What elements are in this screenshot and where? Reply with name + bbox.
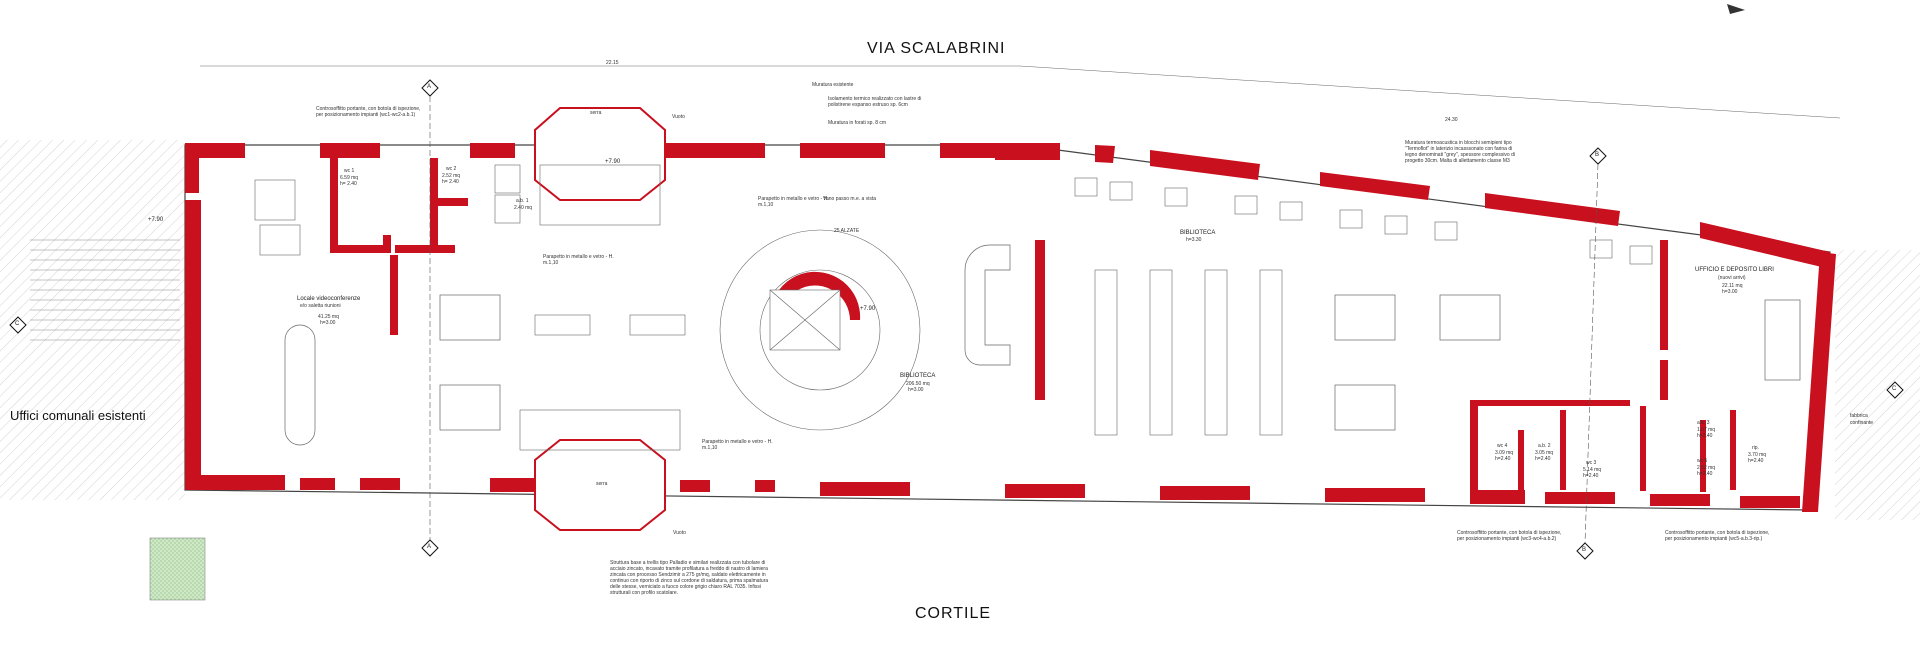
level-marker-serra: +7.90 bbox=[605, 159, 621, 165]
section-marker-b-bottom bbox=[1576, 542, 1594, 560]
section-marker-c-right bbox=[1886, 381, 1904, 399]
serra-top bbox=[534, 107, 666, 201]
dimension-lines bbox=[200, 65, 1841, 119]
as3-area: 1.67 mq bbox=[1697, 427, 1716, 433]
ufficio-height: h=3.00 bbox=[1722, 289, 1738, 295]
note-controsoffitto-wc4: Controsoffitto portante, con botola di i… bbox=[1457, 530, 1562, 542]
wc5-height: h=2.40 bbox=[1697, 471, 1713, 477]
street-north: VIA SCALABRINI bbox=[867, 40, 1006, 57]
section-c-right-label: C bbox=[1892, 386, 1897, 392]
bookshelves bbox=[534, 269, 1283, 436]
as2-name: a.b. 2 bbox=[1538, 443, 1551, 449]
wc3-height: h=2.40 bbox=[1583, 473, 1599, 479]
note-muratura-termoacustica: Muratura termoacustica in blocchi semipi… bbox=[1405, 140, 1515, 164]
video-room-area: 41.25 mq bbox=[318, 314, 339, 320]
rip-name: rip. bbox=[1752, 445, 1759, 451]
note-parapetto-bottom: Parapetto in metallo e vetro - H. m.1,10 bbox=[702, 439, 773, 451]
note-parapetto-top-left: Parapetto in metallo e vetro - H. m.1,10 bbox=[543, 254, 614, 266]
note-vuoto-top: Vuoto bbox=[672, 114, 685, 120]
note-parapetto-stair: Parapetto in metallo e vetro - H. m.1,10 bbox=[758, 196, 829, 208]
section-c-left-label: C bbox=[15, 321, 20, 327]
dimension-top: 22.15 bbox=[606, 60, 619, 66]
ufficio-name-1: UFFICIO E DEPOSITO LIBRI bbox=[1695, 267, 1774, 273]
level-marker-stair: +7.90 bbox=[860, 306, 876, 312]
note-muratura-forati: Muratura in forati sp. 8 cm bbox=[828, 120, 887, 126]
biblioteca-name: BIBLIOTECA bbox=[900, 373, 936, 379]
external-stairs bbox=[30, 239, 180, 341]
spiral-stair bbox=[719, 229, 921, 431]
video-room-name-2: e/o saletta riunioni bbox=[300, 303, 341, 309]
section-b-bottom-label: B bbox=[1582, 547, 1587, 553]
wc1-name: wc 1 bbox=[344, 168, 355, 174]
as1-name: a.b. 1 bbox=[516, 198, 529, 204]
wc5-area: 2.52 mq bbox=[1697, 465, 1716, 471]
rip-area: 3.70 mq bbox=[1748, 452, 1767, 458]
video-room-height: h=3.00 bbox=[320, 320, 336, 326]
wc2-area: 2.52 mq bbox=[442, 173, 461, 179]
as1-area: 2.40 mq bbox=[514, 205, 533, 211]
note-vano-passo: Vano passo m.e. a vista bbox=[823, 196, 876, 202]
biblioteca-top-name: BIBLIOTECA bbox=[1180, 230, 1216, 236]
wc4-name: wc 4 bbox=[1497, 443, 1508, 449]
serra-top-label: serra bbox=[590, 110, 602, 116]
meeting-table bbox=[284, 324, 316, 446]
section-marker-a-bottom bbox=[421, 539, 439, 557]
serra-bottom-deck bbox=[519, 409, 681, 451]
level-marker-left: +7.90 bbox=[148, 217, 164, 223]
neighbor-building-hatch bbox=[1835, 250, 1920, 520]
as3-height: h=2.40 bbox=[1697, 433, 1713, 439]
wc3-name: wc 3 bbox=[1586, 460, 1597, 466]
reading-chairs bbox=[1074, 177, 1653, 265]
section-lines bbox=[429, 96, 1599, 544]
section-a-bottom-label: A bbox=[427, 544, 432, 550]
serra-bottom bbox=[534, 439, 666, 531]
existing-offices-label: Uffici comunali esistenti bbox=[10, 408, 146, 423]
dimension-right: 24.30 bbox=[1445, 117, 1458, 123]
section-marker-c-left bbox=[9, 316, 27, 334]
biblioteca-top-height: h=3.30 bbox=[1186, 237, 1202, 243]
biblioteca-height: h=3.00 bbox=[908, 387, 924, 393]
stair-risers-label: 25 ALZATE bbox=[834, 228, 860, 234]
workstations bbox=[254, 164, 521, 256]
as2-height: h=2.40 bbox=[1535, 456, 1551, 462]
note-controsoffitto-top: Controsoffitto portante, con botola di i… bbox=[316, 106, 421, 118]
serra-top-deck bbox=[539, 164, 661, 226]
note-vuoto-bottom: Vuoto bbox=[673, 530, 686, 536]
wc2-height: h= 2.40 bbox=[442, 179, 459, 185]
ufficio-name-2: (nuovi arrivi) bbox=[1718, 275, 1746, 281]
biblioteca-area: 206.50 mq bbox=[906, 381, 930, 387]
note-controsoffitto-wc5: Controsoffitto portante, con botola di i… bbox=[1665, 530, 1770, 542]
note-muratura-esistente: Muratura esistente bbox=[812, 82, 854, 88]
section-a-top-label: A bbox=[427, 84, 432, 90]
street-south: CORTILE bbox=[915, 605, 992, 622]
video-room-name-1: Locale videoconferenze bbox=[297, 296, 361, 302]
wc1-area: 6.59 mq bbox=[340, 175, 359, 181]
wc3-area: 5.14 mq bbox=[1583, 467, 1602, 473]
neighbor-label-2: confinante bbox=[1850, 420, 1874, 426]
ufficio-area: 22.11 mq bbox=[1722, 283, 1743, 289]
wc4-height: h=2.40 bbox=[1495, 456, 1511, 462]
as2-area: 3.05 mq bbox=[1535, 450, 1554, 456]
grass-patch bbox=[149, 537, 206, 601]
rip-height: h=2.40 bbox=[1748, 458, 1764, 464]
note-isolamento: Isolamento termico realizzato con lastre… bbox=[828, 96, 922, 108]
wc1-height: h= 2.40 bbox=[340, 181, 357, 187]
exterior-walls bbox=[185, 143, 1836, 512]
section-b-top-label: B bbox=[1595, 152, 1600, 158]
neighbor-label-1: fabbrica bbox=[1850, 413, 1868, 419]
note-struttura-serra: Struttura base a trellis tipo Palladio e… bbox=[610, 560, 769, 596]
wc2-name: wc 2 bbox=[446, 166, 457, 172]
as3-name: a.b. 3 bbox=[1697, 420, 1710, 426]
library-tables bbox=[439, 294, 1801, 431]
wc4-area: 3.09 mq bbox=[1495, 450, 1514, 456]
reception-counter bbox=[964, 244, 1011, 366]
wc5-name: wc 5 bbox=[1697, 458, 1708, 464]
north-arrow-icon bbox=[1727, 4, 1745, 14]
serra-bottom-label: serra bbox=[596, 481, 608, 487]
